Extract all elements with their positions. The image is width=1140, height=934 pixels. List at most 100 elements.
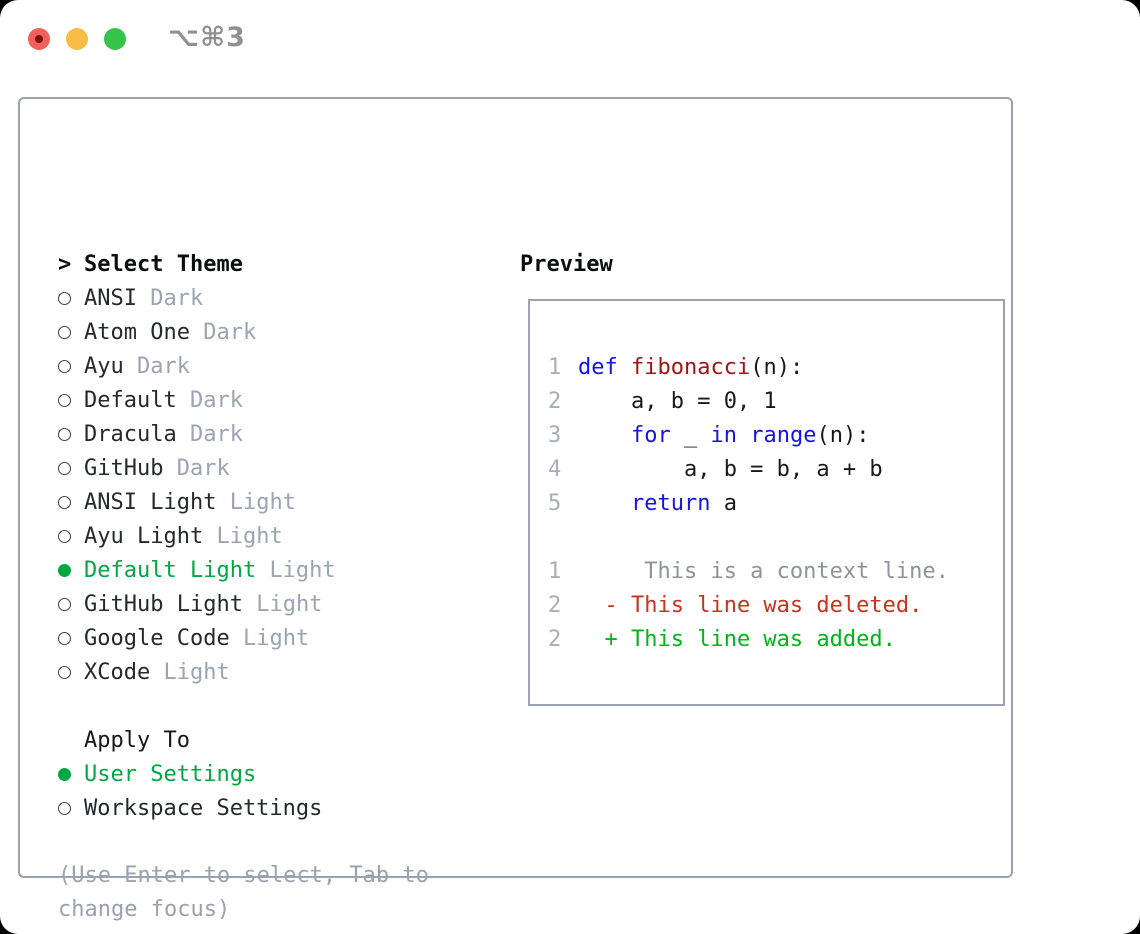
code-token: a, b = 0, 1 xyxy=(578,388,777,414)
code-token: in xyxy=(710,422,737,448)
radio-unselected-icon xyxy=(58,495,71,509)
theme-option[interactable]: Google Code Light xyxy=(58,621,458,655)
minimize-button[interactable] xyxy=(66,28,88,50)
theme-variant-label: Dark xyxy=(189,387,243,413)
theme-option[interactable]: ANSI Light Light xyxy=(58,485,458,519)
code-token xyxy=(618,355,631,380)
theme-option[interactable]: Default Dark xyxy=(58,383,458,417)
theme-option-label: Default Light xyxy=(84,557,257,583)
code-token: (n): xyxy=(750,354,804,380)
theme-variant-label: Light xyxy=(242,625,310,651)
theme-variant-label: Light xyxy=(163,659,230,685)
radio-unselected-icon xyxy=(58,461,71,475)
theme-variant-label: Light xyxy=(216,523,283,549)
theme-option-label: GitHub xyxy=(84,455,164,481)
code-line: 1 This is a context line. xyxy=(548,554,1003,588)
theme-option-label: GitHub Light xyxy=(84,591,243,617)
line-number: 4 xyxy=(548,456,562,482)
theme-option[interactable]: Dracula Dark xyxy=(58,417,458,451)
theme-option-label: ANSI Light xyxy=(84,489,217,515)
radio-selected-icon xyxy=(58,563,71,577)
code-token: (n): xyxy=(816,422,870,448)
theme-option[interactable]: Default Light Light xyxy=(58,553,458,587)
code-line: 1 def fibonacci(n): xyxy=(548,350,1003,384)
line-number: 5 xyxy=(548,490,562,516)
theme-option[interactable]: GitHub Dark xyxy=(58,451,458,485)
theme-option[interactable]: GitHub Light Light xyxy=(58,587,458,621)
line-number: 2 xyxy=(548,592,562,618)
theme-option-label: Google Code xyxy=(84,625,230,651)
code-token: a xyxy=(710,490,737,516)
apply-to-header: Apply To xyxy=(84,727,190,753)
line-number: 2 xyxy=(548,626,562,652)
theme-option-label: Ayu xyxy=(84,353,124,379)
code-token xyxy=(737,423,750,448)
apply-option-label: Workspace Settings xyxy=(84,795,323,821)
radio-unselected-icon xyxy=(58,291,71,305)
apply-option[interactable]: User Settings xyxy=(58,757,458,791)
line-number: 3 xyxy=(548,422,562,448)
code-line xyxy=(548,520,1003,554)
line-number: 2 xyxy=(548,388,562,414)
code-token: - This line was deleted. xyxy=(578,592,923,618)
radio-selected-icon xyxy=(58,767,71,781)
radio-unselected-icon xyxy=(58,801,71,815)
code-token: _ xyxy=(670,422,711,448)
apply-to-header-row: Apply To xyxy=(58,723,458,757)
code-line: 2 a, b = 0, 1 xyxy=(548,384,1003,418)
code-token: + This line was added. xyxy=(578,626,896,652)
apply-option[interactable]: Workspace Settings xyxy=(58,791,458,825)
code-token: return xyxy=(630,490,711,516)
theme-variant-label: Light xyxy=(256,591,323,617)
theme-option-label: Atom One xyxy=(84,319,190,345)
code-line: 5 return a xyxy=(548,486,1003,520)
spacer-row xyxy=(58,825,458,859)
theme-option[interactable]: Atom One Dark xyxy=(58,315,458,349)
theme-variant-label: Light xyxy=(269,557,336,583)
theme-option[interactable]: ANSI Dark xyxy=(58,281,458,315)
close-button[interactable] xyxy=(28,28,50,50)
theme-option[interactable]: Ayu Dark xyxy=(58,349,458,383)
line-number: 1 xyxy=(548,558,562,584)
zoom-button[interactable] xyxy=(104,28,126,50)
radio-unselected-icon xyxy=(58,359,71,373)
select-theme-header: Select Theme xyxy=(84,251,243,277)
theme-option-label: ANSI xyxy=(84,285,137,311)
theme-variant-label: Dark xyxy=(150,285,204,311)
theme-variant-label: Dark xyxy=(176,455,230,481)
code-line: 3 for _ in range(n): xyxy=(548,418,1003,452)
radio-unselected-icon xyxy=(58,427,71,441)
theme-variant-label: Dark xyxy=(189,421,243,447)
code-token: fibonacci xyxy=(631,354,751,380)
theme-option-label: Default xyxy=(84,387,177,413)
line-number: 1 xyxy=(548,354,562,380)
code-token: def xyxy=(578,354,618,380)
cursor-icon: > xyxy=(58,251,72,277)
code-line: 2 - This line was deleted. xyxy=(548,588,1003,622)
code-token: a, b = b, a + b xyxy=(578,456,883,482)
code-token: for xyxy=(630,422,671,448)
preview-header: Preview xyxy=(520,251,613,277)
theme-option-label: Dracula xyxy=(84,421,177,447)
window-title: ⌥⌘3 xyxy=(168,22,246,53)
code-line: 4 a, b = b, a + b xyxy=(548,452,1003,486)
spacer-row xyxy=(58,689,458,723)
radio-unselected-icon xyxy=(58,393,71,407)
radio-unselected-icon xyxy=(58,631,71,645)
theme-option-label: Ayu Light xyxy=(84,523,204,549)
theme-variant-label: Dark xyxy=(203,319,257,345)
code-token: range xyxy=(750,422,817,448)
radio-unselected-icon xyxy=(58,529,71,543)
select-theme-header-row: > Select Theme xyxy=(58,247,458,281)
code-token xyxy=(578,491,631,516)
theme-option[interactable]: XCode Light xyxy=(58,655,458,689)
theme-option[interactable]: Ayu Light Light xyxy=(58,519,458,553)
radio-unselected-icon xyxy=(58,665,71,679)
